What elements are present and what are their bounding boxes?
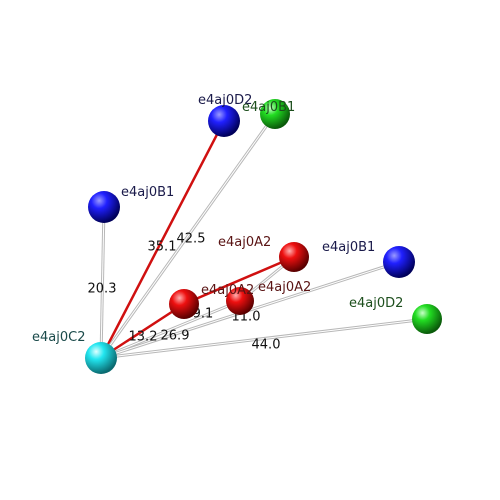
atom-sphere-red[interactable]	[279, 242, 309, 272]
atom-sphere-cyan[interactable]	[85, 342, 117, 374]
atom-sphere-blue[interactable]	[88, 191, 120, 223]
atom-sphere-blue[interactable]	[208, 105, 240, 137]
bond-c2-a2b	[100, 299, 241, 360]
atom-label: e4aj0C2	[32, 330, 85, 345]
bond-c2-a2a	[99, 302, 186, 360]
atom-sphere-green[interactable]	[412, 304, 442, 334]
atom-sphere-red[interactable]	[226, 287, 254, 315]
bond-c2-d2a	[99, 119, 226, 360]
atom-sphere-blue[interactable]	[383, 246, 415, 278]
atom-label: e4aj0D2	[198, 93, 252, 108]
atom-layer	[85, 99, 442, 374]
distance-label: 35.1	[148, 240, 177, 255]
atom-label: e4aj0A2	[218, 235, 271, 250]
bond-c2-b1a	[99, 206, 106, 359]
distance-label: 13.2	[129, 330, 158, 345]
bond-c2-d2b	[100, 317, 428, 360]
distance-label: 42.5	[177, 232, 206, 247]
atom-sphere-red[interactable]	[169, 289, 199, 319]
atom-label: e4aj0D2	[349, 296, 403, 311]
atom-label: e4aj0A2	[201, 283, 254, 298]
atom-sphere-green[interactable]	[260, 99, 290, 129]
distance-label: 20.3	[88, 282, 117, 297]
atom-label: e4aj0B1	[121, 185, 174, 200]
bond-a2a-a2c	[182, 255, 296, 306]
distance-label: 9.1	[193, 307, 214, 322]
atom-label: e4aj0B1	[242, 100, 295, 115]
atom-label: e4aj0A2	[258, 280, 311, 295]
distance-label: 44.0	[252, 338, 281, 353]
bond-c2-b1b	[99, 113, 277, 359]
atom-label: e4aj0B1	[322, 240, 375, 255]
distance-label: 26.9	[161, 329, 190, 344]
